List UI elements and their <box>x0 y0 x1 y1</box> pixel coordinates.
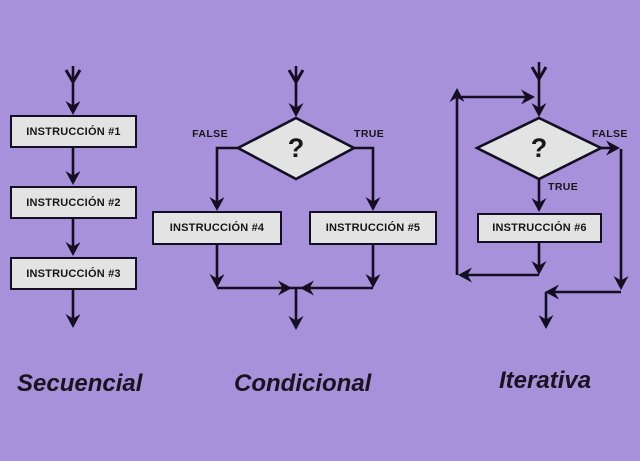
decision-diamond-iterative <box>474 116 604 181</box>
question-mark-iterative: ? <box>530 133 548 163</box>
instruction-box-6: INSTRUCCIÓN #6 <box>477 213 602 243</box>
true-label-conditional: TRUE <box>354 128 385 140</box>
question-mark-conditional: ? <box>287 133 305 163</box>
iterative-connectors <box>449 62 629 329</box>
section-label-iterativa: Iterativa <box>499 367 592 394</box>
section-label-secuencial: Secuencial <box>17 370 143 397</box>
instruction-box-5: INSTRUCCIÓN #5 <box>309 211 437 245</box>
sequential-connectors <box>64 66 82 328</box>
section-label-condicional: Condicional <box>234 370 372 397</box>
decision-diamond-conditional <box>235 116 357 181</box>
instruction-box-4: INSTRUCCIÓN #4 <box>152 211 282 245</box>
instruction-box-3: INSTRUCCIÓN #3 <box>10 257 137 290</box>
instruction-box-2: INSTRUCCIÓN #2 <box>10 186 137 219</box>
conditional-connectors <box>209 66 381 330</box>
instruction-box-1: INSTRUCCIÓN #1 <box>10 115 137 148</box>
true-label-iterative: TRUE <box>548 181 579 193</box>
false-label-conditional: FALSE <box>192 128 228 140</box>
false-label-iterative: FALSE <box>592 128 628 140</box>
